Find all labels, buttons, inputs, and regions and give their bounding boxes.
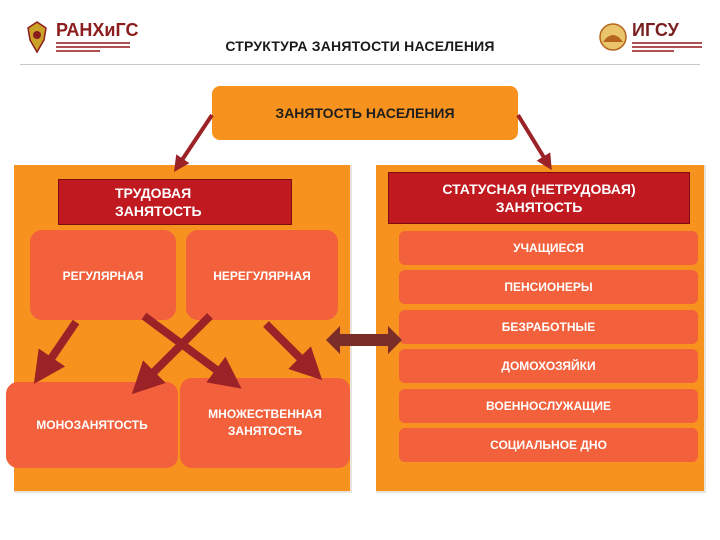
mono-node-label: МОНОЗАНЯТОСТЬ — [36, 417, 148, 432]
regular-to-multiple-arrow — [141, 312, 242, 389]
status-title: СТАТУСНАЯ (НЕТРУДОВАЯ) ЗАНЯТОСТЬ — [388, 172, 690, 224]
status-item-label: ПЕНСИОНЕРЫ — [504, 280, 593, 294]
labor-title: ТРУДОВАЯ ЗАНЯТОСТЬ — [58, 179, 292, 225]
eagle-emblem-icon — [27, 21, 47, 54]
status-item: ПЕНСИОНЕРЫ — [399, 270, 698, 304]
irregular-to-multiple-arrow — [263, 321, 323, 381]
header-divider — [20, 64, 700, 65]
status-item-label: ВОЕННОСЛУЖАЩИЕ — [486, 399, 611, 413]
status-item: СОЦИАЛЬНОЕ ДНО — [399, 428, 698, 462]
igsu-logo: ИГСУ — [598, 20, 708, 56]
ranepa-logo: РАНХиГС — [22, 20, 138, 56]
irregular-node-label: НЕРЕГУЛЯРНАЯ — [213, 269, 311, 283]
status-item-label: СОЦИАЛЬНОЕ ДНО — [490, 438, 607, 452]
status-item: ДОМОХОЗЯЙКИ — [399, 349, 698, 383]
regular-node: РЕГУЛЯРНАЯ — [30, 230, 176, 320]
status-item: БЕЗРАБОТНЫЕ — [399, 310, 698, 344]
status-title-text: СТАТУСНАЯ (НЕТРУДОВАЯ) ЗАНЯТОСТЬ — [442, 181, 636, 215]
igsu-logo-text: ИГСУ — [632, 20, 679, 40]
multiple-node-label: МНОЖЕСТВЕННАЯ ЗАНЯТОСТЬ — [208, 407, 322, 438]
multiple-node: МНОЖЕСТВЕННАЯ ЗАНЯТОСТЬ — [180, 378, 350, 468]
mono-node: МОНОЗАНЯТОСТЬ — [6, 382, 178, 468]
regular-node-label: РЕГУЛЯРНАЯ — [62, 269, 144, 283]
regular-to-mono-arrow — [33, 319, 80, 384]
status-item-label: БЕЗРАБОТНЫЕ — [501, 320, 596, 334]
root-node: ЗАНЯТОСТЬ НАСЕЛЕНИЯ — [212, 86, 518, 140]
status-item-label: УЧАЩИЕСЯ — [513, 241, 584, 255]
sun-emblem-icon — [599, 23, 627, 51]
double-arrow-link — [326, 326, 402, 354]
ranepa-logo-text: РАНХиГС — [56, 20, 139, 40]
igsu-logo-subtitle — [632, 42, 702, 54]
status-item: УЧАЩИЕСЯ — [399, 231, 698, 265]
irregular-to-mono-arrow — [131, 313, 213, 395]
page-title: СТРУКТУРА ЗАНЯТОСТИ НАСЕЛЕНИЯ — [225, 38, 495, 54]
irregular-node: НЕРЕГУЛЯРНАЯ — [186, 230, 338, 320]
status-item-label: ДОМОХОЗЯЙКИ — [501, 359, 596, 373]
labor-title-text: ТРУДОВАЯ ЗАНЯТОСТЬ — [115, 185, 202, 219]
root-to-labor-arrow — [174, 113, 214, 172]
status-item: ВОЕННОСЛУЖАЩИЕ — [399, 389, 698, 423]
ranepa-logo-subtitle — [56, 42, 130, 54]
root-to-status-arrow — [516, 113, 552, 171]
